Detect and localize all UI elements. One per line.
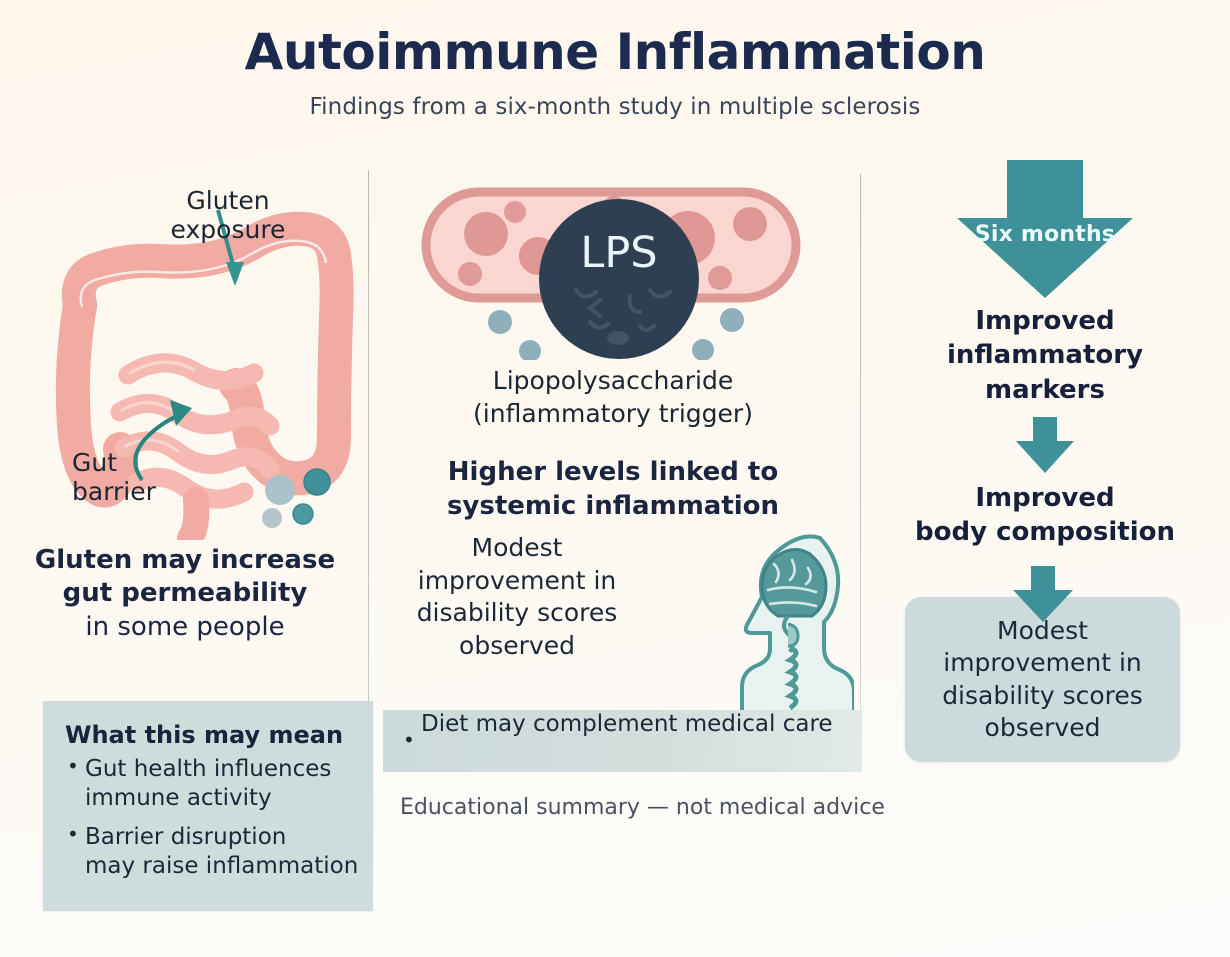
step2-line2: body composition bbox=[914, 517, 1176, 548]
gut-label-line1: Gut bbox=[72, 448, 118, 477]
step1-line1: Improved bbox=[975, 306, 1115, 336]
outcome-result-card: Modest improvement in disability scores … bbox=[905, 597, 1180, 762]
headline-line1: Higher levels linked to bbox=[447, 457, 779, 487]
body-line4: observed bbox=[459, 630, 575, 660]
disclaimer-text: Educational summary — not medical advice bbox=[400, 795, 885, 820]
molecule-dot bbox=[519, 340, 541, 362]
gut-barrier-label: Gut barrier bbox=[72, 448, 182, 506]
lps-caption-line1: Lipopolysaccharide bbox=[492, 366, 734, 395]
list-item: Diet may complement medical care bbox=[401, 709, 862, 771]
head-brain-icon bbox=[740, 534, 856, 725]
bullet-line2: may raise inflammation bbox=[85, 852, 359, 879]
body-line1: Modest bbox=[471, 533, 563, 562]
lps-caption-line2: (inflammatory trigger) bbox=[473, 399, 753, 428]
diet-bullet-list: Diet may complement medical care bbox=[383, 709, 862, 771]
gut-label-line2: barrier bbox=[72, 477, 156, 506]
step2-line1: Improved bbox=[975, 482, 1115, 513]
step1-line2: inflammatory bbox=[946, 340, 1144, 371]
head-brain-figure bbox=[704, 528, 856, 725]
card-title: What this may mean bbox=[65, 721, 344, 749]
outcome-line3: disability scores bbox=[942, 680, 1143, 710]
list-item: Gut health influences immune activity bbox=[65, 754, 363, 813]
page-subtitle: Findings from a six-month study in multi… bbox=[309, 94, 921, 120]
left-statement-rest: in some people bbox=[85, 611, 285, 642]
gluten-label-line1: Gluten bbox=[186, 186, 270, 215]
gut-barrier-arrow-icon bbox=[133, 400, 192, 482]
card-bullet-list: Gut health influences immune activity Ba… bbox=[65, 754, 363, 881]
arrow-down-icon bbox=[1013, 566, 1073, 622]
body-line2: improvement in bbox=[417, 565, 617, 595]
step1-line3: markers bbox=[985, 374, 1105, 405]
molecule-dot bbox=[720, 308, 744, 332]
six-months-label: Six months bbox=[974, 222, 1116, 247]
list-item: Barrier disruption may raise inflammatio… bbox=[65, 822, 363, 881]
flow-arrow-1 bbox=[1015, 416, 1075, 475]
bacterium-lps-icon: LPS bbox=[421, 187, 801, 362]
bullet-line2: immune activity bbox=[85, 784, 272, 811]
molecule-dot bbox=[265, 475, 295, 505]
bullet-line1: Gut health influences bbox=[85, 756, 332, 782]
right-column: Six months Improved inflammatory markers… bbox=[880, 160, 1210, 550]
left-column: Gluten exposure Gut barrier Gluten may i… bbox=[20, 170, 368, 644]
page-header: Autoimmune Inflammation Findings from a … bbox=[0, 24, 1230, 120]
page-title: Autoimmune Inflammation bbox=[244, 23, 986, 81]
lps-circle bbox=[539, 199, 699, 359]
molecule-dot bbox=[262, 508, 282, 528]
intestine-icon bbox=[55, 209, 354, 551]
gluten-exposure-label: Gluten exposure bbox=[148, 186, 308, 244]
bacterium-figure: LPS bbox=[378, 170, 860, 362]
body-line3: disability scores bbox=[416, 598, 618, 627]
column-divider-right bbox=[860, 174, 862, 762]
bullet-line1: Barrier disruption bbox=[85, 823, 287, 850]
flow-arrow-2 bbox=[1012, 566, 1074, 624]
outcome-line4: observed bbox=[984, 713, 1101, 742]
middle-body-text: Modest improvement in disability scores … bbox=[392, 532, 642, 662]
outcome-line2: improvement in bbox=[943, 648, 1142, 677]
intestine-figure: Gluten exposure Gut barrier bbox=[20, 170, 368, 551]
lps-label: LPS bbox=[580, 228, 657, 278]
lps-caption: Lipopolysaccharide (inflammatory trigger… bbox=[378, 364, 848, 430]
molecule-dot bbox=[488, 310, 512, 334]
outcome-flow: Six months Improved inflammatory markers… bbox=[880, 160, 1210, 550]
molecule-dot bbox=[292, 503, 314, 525]
middle-column: LPS Lipopolysaccharide (inflammatory tri… bbox=[378, 170, 860, 725]
diet-note-card: Diet may complement medical care bbox=[383, 709, 862, 772]
middle-headline: Higher levels linked to systemic inflamm… bbox=[378, 456, 848, 524]
column-divider-left bbox=[368, 170, 370, 912]
arrow-down-icon bbox=[1016, 416, 1074, 473]
six-months-arrow: Six months bbox=[955, 160, 1135, 300]
left-statement: Gluten may increase gut permeability in … bbox=[20, 544, 350, 644]
outcome-result-text: Modest improvement in disability scores … bbox=[913, 615, 1173, 745]
left-statement-bold: Gluten may increase gut permeability bbox=[34, 545, 336, 609]
gluten-arrow-icon bbox=[216, 209, 244, 286]
headline-line2: systemic inflammation bbox=[446, 490, 780, 521]
arrow-down-icon bbox=[957, 160, 1133, 298]
what-this-may-mean-card: What this may mean Gut health influences… bbox=[43, 701, 373, 911]
outcome-step-1: Improved inflammatory markers bbox=[885, 304, 1205, 407]
molecule-dot bbox=[303, 468, 331, 496]
outcome-step-2: Improved body composition bbox=[885, 481, 1205, 550]
gluten-label-line2: exposure bbox=[170, 215, 286, 244]
molecule-dot bbox=[692, 339, 714, 361]
